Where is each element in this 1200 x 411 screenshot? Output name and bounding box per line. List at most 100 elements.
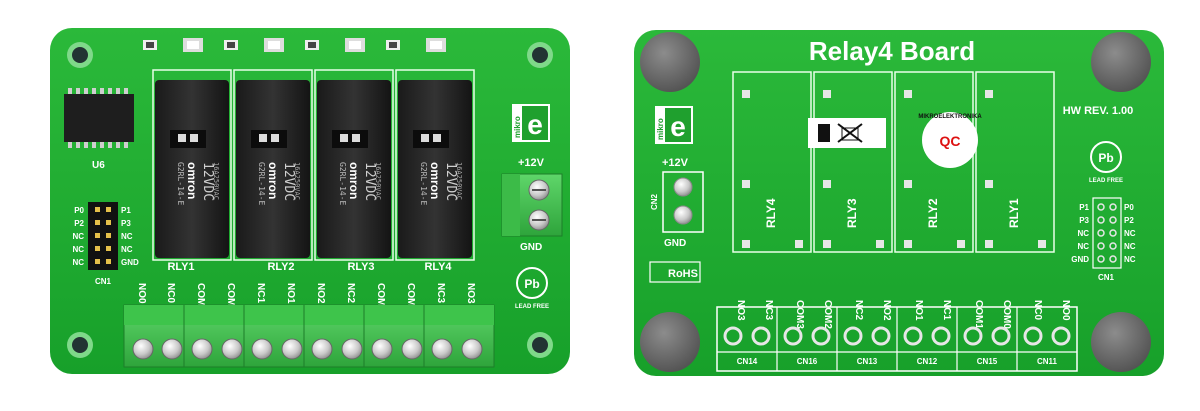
front-relay-label-4: RLY4 — [424, 261, 452, 273]
relay-4-model: G2RL-14-E — [419, 162, 428, 206]
relay-4-rating: 16A250VAC — [455, 162, 463, 200]
back-left-pin-1: P3 — [1079, 216, 1089, 225]
back-right-pin-3: NC — [1124, 242, 1136, 251]
front-pb-text: Pb — [524, 277, 539, 291]
front-right-pin-2: NC — [121, 232, 133, 241]
relay-1-rating: 16A250VAC — [212, 162, 220, 200]
back-term-label-3: COM2 — [822, 300, 833, 329]
back-logo-letter: e — [670, 111, 686, 142]
relay-4-voltage: 12VDC — [443, 162, 458, 201]
back-power-cn: CN2 — [650, 193, 659, 210]
relay-3-voltage: 12VDC — [362, 162, 377, 201]
back-leadfree-text: LEAD FREE — [1089, 178, 1123, 184]
back-term-label-6: NO1 — [913, 300, 924, 321]
back-leadfree-logo: Pb LEAD FREE — [1089, 141, 1123, 184]
back-term-label-5: NO2 — [881, 300, 892, 321]
front-term-label-6: NO2 — [315, 283, 326, 304]
back-cn-label-0: CN14 — [737, 357, 758, 366]
back-hwrev: HW REV. 1.00 — [1063, 105, 1134, 117]
back-power-bottom: GND — [664, 238, 686, 249]
back-power-terminal: +12V CN2 GND — [650, 157, 704, 249]
back-term-label-4: NC2 — [853, 300, 864, 320]
front-left-pin-1: P2 — [74, 219, 84, 228]
relay-4-brand: omron — [428, 162, 442, 199]
front-board: U6 P0 P2 NC NC NC P1 P3 NC — [50, 28, 570, 374]
back-relay-pads — [742, 90, 1046, 248]
back-right-pin-2: NC — [1124, 229, 1136, 238]
relay-1: omron G2RL-14-E 12VDC 16A250VAC — [155, 80, 229, 258]
front-ic-label: U6 — [92, 160, 105, 171]
front-term-label-9: COM3 — [405, 283, 416, 312]
back-cn-label-5: CN11 — [1037, 357, 1058, 366]
back-term-label-2: COM3 — [794, 300, 805, 329]
back-right-pin-0: P0 — [1124, 203, 1134, 212]
back-title: Relay4 Board — [809, 36, 975, 66]
back-term-label-0: NO3 — [735, 300, 746, 321]
front-term-label-4: NC1 — [255, 283, 266, 303]
front-relay-labels: RLY1 RLY2 RLY3 RLY4 — [167, 261, 452, 273]
back-relay-labels: RLY4 RLY3 RLY2 RLY1 — [764, 198, 1021, 228]
back-right-pin-1: P2 — [1124, 216, 1134, 225]
front-leds — [143, 38, 446, 52]
front-leadfree-logo: Pb LEAD FREE — [515, 267, 549, 310]
front-header-label: CN1 — [95, 277, 112, 286]
back-header-label: CN1 — [1098, 273, 1115, 282]
front-term-label-8: COM2 — [375, 283, 386, 312]
front-term-label-3: COM1 — [225, 283, 236, 312]
back-rubber-feet — [640, 32, 1151, 372]
front-term-label-10: NC3 — [435, 283, 446, 303]
back-term-label-7: NC1 — [941, 300, 952, 320]
front-terminal-block — [123, 304, 495, 368]
back-term-label-11: NO0 — [1060, 300, 1071, 321]
front-pin-header: P0 P2 NC NC NC P1 P3 NC NC GND CN1 — [72, 202, 139, 286]
relay-2-rating: 16A250VAC — [293, 162, 301, 200]
front-relay-outlines — [152, 69, 475, 261]
front-left-pin-0: P0 — [74, 206, 84, 215]
relay-3-model: G2RL-14-E — [338, 162, 347, 206]
relay-2-model: G2RL-14-E — [257, 162, 266, 206]
relay-2-voltage: 12VDC — [281, 162, 296, 201]
back-power-top: +12V — [662, 157, 689, 169]
front-left-pin-3: NC — [72, 245, 84, 254]
front-power-terminal: +12V GND — [501, 157, 563, 253]
front-relay-label-3: RLY3 — [347, 261, 374, 273]
back-board: Relay4 Board HW REV. 1.00 e mikro RLY4 R… — [634, 30, 1164, 376]
relay-3-rating: 16A250VAC — [374, 162, 382, 200]
front-right-pin-0: P1 — [121, 206, 131, 215]
back-cn-label-2: CN13 — [857, 357, 878, 366]
back-relay-label-2: RLY2 — [926, 198, 940, 228]
front-term-label-5: NO1 — [285, 283, 296, 304]
back-pin-header: P1 P3 NC NC GND P0 P2 NC NC NC CN1 — [1071, 197, 1136, 282]
front-right-pin-1: P3 — [121, 219, 131, 228]
back-left-pin-3: NC — [1077, 242, 1089, 251]
front-term-label-2: COM0 — [195, 283, 206, 312]
back-left-pin-0: P1 — [1079, 203, 1089, 212]
relay-2: omron G2RL-14-E 12VDC 16A250VAC — [236, 80, 310, 258]
front-term-label-11: NO3 — [465, 283, 476, 304]
front-term-label-7: NC2 — [345, 283, 356, 303]
back-left-pin-2: NC — [1077, 229, 1089, 238]
back-right-pin-4: NC — [1124, 255, 1136, 264]
back-logo-side: mikro — [656, 118, 665, 140]
back-cn-label-1: CN16 — [797, 357, 818, 366]
back-terminal-pads: CN14 CN16 CN13 CN12 CN15 CN11 — [716, 306, 1078, 372]
back-pb-text: Pb — [1098, 151, 1113, 165]
back-term-label-9: COM0 — [1001, 300, 1012, 329]
front-right-pin-3: NC — [121, 245, 133, 254]
relay-4: omron G2RL-14-E 12VDC 16A250VAC — [398, 80, 472, 258]
relay-1-voltage: 12VDC — [200, 162, 215, 201]
front-mikroe-logo: e mikro — [512, 104, 550, 142]
back-mikroe-logo: e mikro — [655, 106, 693, 144]
relay-3: omron G2RL-14-E 12VDC 16A250VAC — [317, 80, 391, 258]
back-pcb — [634, 30, 1164, 376]
front-term-label-1: NC0 — [165, 283, 176, 303]
front-right-pin-4: GND — [121, 258, 139, 267]
back-rohs-logo: RoHS — [649, 261, 701, 283]
front-term-label-0: NO0 — [136, 283, 147, 304]
back-qc: QC — [940, 133, 961, 149]
back-term-label-1: NC3 — [763, 300, 774, 320]
front-mounting-holes — [67, 42, 553, 358]
back-qc-sticker: MIKROELEKTRONIKA QC — [918, 112, 982, 168]
front-left-pin-4: NC — [72, 258, 84, 267]
